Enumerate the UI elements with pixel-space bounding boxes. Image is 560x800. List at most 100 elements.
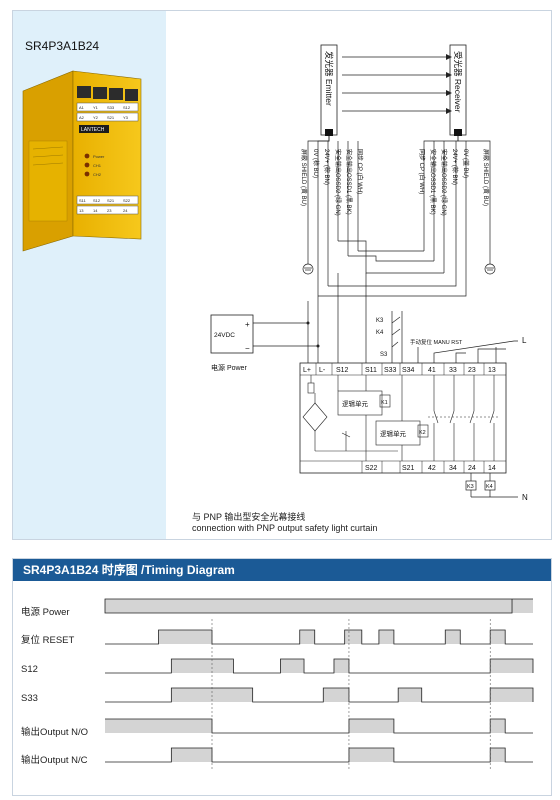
caption-en: connection with PNP output safety light … — [192, 523, 378, 533]
signal-label-output-nc: 输出Output N/C — [21, 755, 88, 766]
psu-minus: − — [245, 344, 250, 353]
ground-icon — [302, 263, 314, 275]
waveform-high-segment — [333, 659, 349, 673]
receiver-wire-label: 安全输出OSSD1 (黑 BK) — [429, 149, 437, 215]
logic-unit-1-label: 逻辑单元 — [342, 399, 369, 408]
signal-label-s33: S33 — [21, 693, 38, 704]
waveform-high-segment — [490, 688, 533, 702]
k3-contact-label: K3 — [376, 318, 384, 324]
relay-top-terminal: L- — [319, 367, 326, 374]
waveform-high-segment — [378, 630, 394, 644]
waveform-line — [105, 747, 533, 763]
relay-top-terminal: 33 — [449, 367, 457, 374]
led-label: CH1 — [93, 163, 102, 168]
product-sidebar: SR4P3A1B24 A1 Y1 — [13, 11, 166, 539]
bottom-terminal-label: S11 — [79, 198, 87, 203]
top-terminal-label: Y3 — [123, 115, 129, 120]
model-title: SR4P3A1B24 — [25, 39, 100, 53]
waveform-high-segment — [280, 659, 305, 673]
top-terminal-label: S33 — [107, 105, 115, 110]
s3-switch-label: S3 — [380, 352, 388, 358]
waveform-0 — [104, 598, 533, 614]
relay-top-terminal: S33 — [384, 367, 397, 374]
signal-label-output-no: 输出Output N/O — [21, 727, 89, 738]
waveform-high-segment — [344, 630, 362, 644]
coil-k3-label: K3 — [467, 484, 474, 490]
signal-label-reset: 复位 RESET — [21, 635, 75, 646]
relay-bottom-terminal: 14 — [488, 465, 496, 472]
receiver-wire-label: 同步 CP (白 WH) — [418, 149, 426, 194]
waveform-high-segment — [490, 719, 506, 733]
emitter-wire-label: 屏蔽 SHIELD (黄 BU) — [300, 149, 308, 206]
wiring-panel: SR4P3A1B24 A1 Y1 — [12, 10, 552, 540]
waveform-line — [105, 658, 534, 674]
waveform-4 — [105, 718, 533, 734]
relay-bottom-terminal: 42 — [428, 465, 436, 472]
waveform-1 — [105, 629, 533, 645]
top-terminal-label: Y2 — [93, 115, 99, 120]
waveform-line — [105, 629, 533, 645]
waveform-line — [104, 598, 533, 614]
relay-bottom-terminal: S21 — [402, 465, 415, 472]
top-terminal-label: Y1 — [93, 105, 99, 110]
waveform-high-segment — [348, 748, 394, 762]
emitter-wire-label: 安全输出OSSD1 (黑 BK) — [345, 149, 353, 215]
wiring-caption: 与 PNP 输出型安全光幕接线 connection with PNP outp… — [192, 512, 377, 534]
logic-unit-2 — [375, 420, 421, 446]
caption-cn: 与 PNP 输出型安全光幕接线 — [192, 512, 306, 522]
emitter-label: 发光器 Emitter — [324, 51, 334, 106]
coil-k4-label: K4 — [486, 484, 493, 490]
waveform-high-segment — [299, 630, 315, 644]
manual-reset-label: 手动复位 MANU RST — [410, 338, 463, 346]
waveform-high-segment — [490, 630, 506, 644]
ground-icon — [484, 263, 496, 275]
waveform-high-segment — [348, 719, 394, 733]
top-terminal-label: A2 — [79, 115, 85, 120]
relay-top-terminal: 23 — [468, 367, 476, 374]
emitter-wire-label: 24V+ (棕 BN) — [323, 149, 331, 185]
waveform-high-segment — [171, 748, 212, 762]
led-label: Power — [93, 154, 105, 159]
led-label: CH2 — [93, 172, 102, 177]
power-label: 电源 Power — [211, 363, 247, 372]
led-icon — [84, 171, 90, 177]
relay-module-image: A1 Y1 S33 S12 A2 Y2 S21 Y3 S11 S12 S21 S… — [22, 70, 142, 252]
brand-logo: LANTECH — [81, 127, 105, 133]
waveform-high-segment — [398, 688, 422, 702]
waveform-3 — [105, 687, 534, 703]
relay-top-terminal: S12 — [336, 367, 349, 374]
waveform-high-segment — [490, 748, 506, 762]
waveform-line — [105, 718, 533, 734]
relay-bottom-terminal: 24 — [468, 465, 476, 472]
waveform-5 — [105, 747, 533, 763]
bottom-terminal-label: S21 — [107, 198, 115, 203]
waveform-high-segment — [171, 659, 234, 673]
relay-top-terminal: 41 — [428, 367, 436, 374]
waveform-high-segment — [105, 719, 212, 733]
bottom-terminal-label: 24 — [123, 208, 128, 213]
top-terminal-label: S21 — [107, 115, 115, 120]
waveform-line — [105, 687, 534, 703]
relay-top-terminal: S34 — [402, 367, 415, 374]
psu-plus: + — [245, 320, 250, 329]
timing-panel: SR4P3A1B24 时序图 /Timing Diagram 电源 Power … — [12, 558, 552, 796]
line-n-label: N — [522, 493, 528, 502]
logic-unit-2-label: 逻辑单元 — [380, 429, 407, 438]
relay-bottom-terminal: S22 — [365, 465, 378, 472]
bottom-terminal-label: 23 — [107, 208, 112, 213]
k1-label: K1 — [381, 400, 388, 406]
top-terminal-label: A1 — [79, 105, 85, 110]
psu-label: 24VDC — [214, 332, 235, 339]
k2-label: K2 — [419, 430, 426, 436]
signal-label-s12: S12 — [21, 664, 38, 675]
k4-contact-label: K4 — [376, 330, 384, 336]
emitter-wire-label: 同步 CP (白 WH) — [356, 149, 364, 194]
wiring-diagram: 发光器 Emitter 受光器 Receiver 屏蔽 SHIELD (黄 BU… — [210, 44, 528, 502]
bottom-terminal-label: S22 — [123, 198, 131, 203]
waveform-high-segment — [158, 630, 212, 644]
led-icon — [84, 153, 90, 159]
bottom-terminal-label: 13 — [79, 208, 84, 213]
waveform-2 — [105, 658, 534, 674]
line-l-label: L — [522, 336, 527, 345]
receiver-label: 受光器 Receiver — [453, 51, 463, 113]
